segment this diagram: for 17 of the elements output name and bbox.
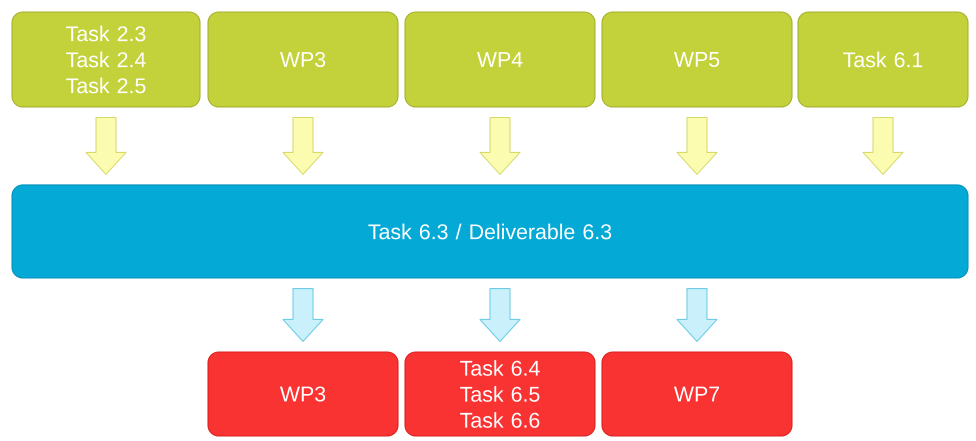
task-box: Task 6.1 bbox=[797, 12, 969, 108]
block-arrow bbox=[479, 288, 521, 342]
block-arrow bbox=[862, 116, 904, 175]
output-box: WP3 bbox=[207, 351, 399, 437]
block-arrow bbox=[676, 288, 718, 342]
deliverable-band: Task 6.3 / Deliverable 6.3 bbox=[11, 184, 969, 279]
block-arrow bbox=[676, 116, 718, 175]
task-box: WP3 bbox=[207, 12, 399, 108]
output-box: Task 6.4 Task 6.5 Task 6.6 bbox=[404, 351, 596, 437]
output-box: WP7 bbox=[601, 351, 793, 437]
task-box: WP4 bbox=[404, 12, 596, 108]
task-box: WP5 bbox=[601, 12, 793, 108]
block-arrow bbox=[282, 116, 324, 175]
task-box: Task 2.3 Task 2.4 Task 2.5 bbox=[11, 12, 201, 108]
block-arrow bbox=[85, 116, 127, 175]
block-arrow bbox=[479, 116, 521, 175]
block-arrow bbox=[282, 288, 324, 342]
